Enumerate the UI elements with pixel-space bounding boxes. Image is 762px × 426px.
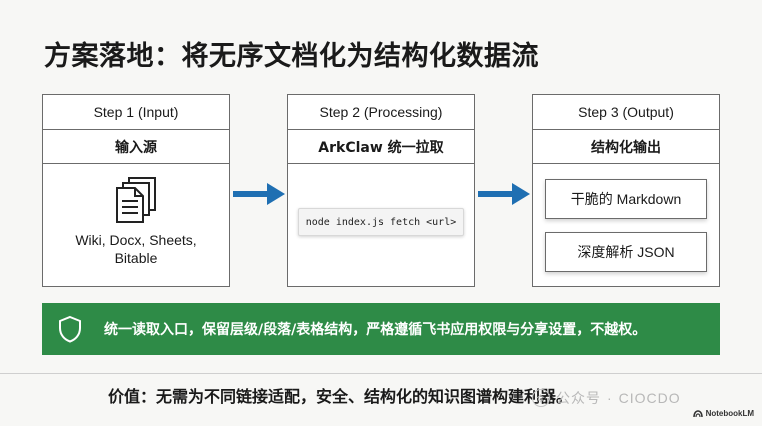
shield-icon <box>59 315 81 343</box>
step-2-body: node index.js fetch <url> <box>288 164 474 285</box>
documents-icon <box>116 177 156 223</box>
step-3-subtitle: 结构化输出 <box>533 130 719 164</box>
step-1-header: Step 1 (Input) <box>43 95 229 130</box>
source-line-1: Wiki, Docx, Sheets, <box>75 232 197 248</box>
output-json: 深度解析 JSON <box>545 232 707 272</box>
step-3-header: Step 3 (Output) <box>533 95 719 130</box>
step-3-card: Step 3 (Output) 结构化输出 干脆的 Markdown 深度解析 … <box>532 94 720 287</box>
arrow-right-icon <box>478 183 530 205</box>
command-snippet: node index.js fetch <url> <box>298 208 464 236</box>
banner-text: 统一读取入口，保留层级/段落/表格结构，严格遵循飞书应用权限与分享设置，不越权。 <box>104 322 647 338</box>
step-1-body: Wiki, Docx, Sheets, Bitable <box>43 164 229 285</box>
watermark-prefix: 公众号 <box>556 390 601 406</box>
page-title: 方案落地：将无序文档化为结构化数据流 <box>44 41 539 72</box>
notebooklm-icon <box>692 409 703 417</box>
step-2-header: Step 2 (Processing) <box>288 95 474 130</box>
source-list: Wiki, Docx, Sheets, Bitable <box>43 231 229 267</box>
watermark: 众 公众号 · CIOCDO <box>532 388 681 408</box>
watermark-name: CIOCDO <box>618 390 681 406</box>
value-statement: 价值：无需为不同链接适配，安全、结构化的知识图谱构建利器。 <box>108 387 573 406</box>
step-3-body: 干脆的 Markdown 深度解析 JSON <box>533 164 719 285</box>
watermark-icon: 众 <box>532 389 550 407</box>
step-2-card: Step 2 (Processing) ArkClaw 统一拉取 node in… <box>287 94 475 287</box>
brand-badge: NotebookLM <box>692 409 754 418</box>
divider <box>0 373 762 374</box>
watermark-separator: · <box>607 390 613 406</box>
step-2-subtitle: ArkClaw 统一拉取 <box>288 130 474 164</box>
brand-name: NotebookLM <box>705 409 754 418</box>
summary-banner: 统一读取入口，保留层级/段落/表格结构，严格遵循飞书应用权限与分享设置，不越权。 <box>42 303 720 355</box>
source-line-2: Bitable <box>114 250 158 266</box>
step-1-card: Step 1 (Input) 输入源 Wiki, Docx, Sheets, B… <box>42 94 230 287</box>
arrow-right-icon <box>233 183 285 205</box>
output-markdown: 干脆的 Markdown <box>545 179 707 219</box>
step-1-subtitle: 输入源 <box>43 130 229 164</box>
